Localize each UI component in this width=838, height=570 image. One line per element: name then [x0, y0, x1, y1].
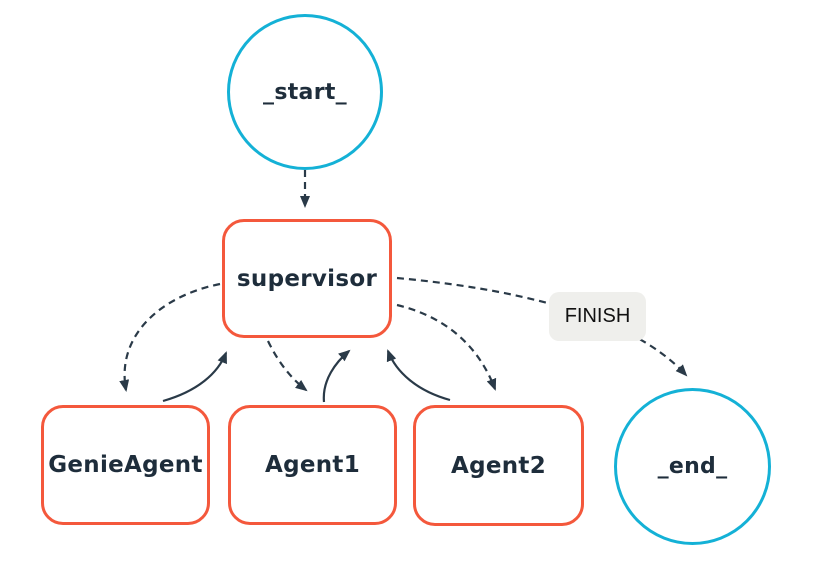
node-agent1: Agent1 [228, 405, 397, 525]
node-end-label: _end_ [657, 454, 728, 479]
edge-agent1-to-supervisor [322, 349, 351, 403]
node-genieagent: GenieAgent [41, 405, 210, 525]
edge-label-finish: FINISH [549, 292, 646, 341]
node-end: _end_ [614, 388, 771, 545]
edge-supervisor-to-genieagent [119, 282, 221, 392]
node-supervisor-label: supervisor [236, 265, 378, 292]
edge-label-finish-text: FINISH [564, 305, 631, 327]
node-agent1-label: Agent1 [264, 452, 361, 478]
edge-supervisor-to-end [396, 276, 688, 377]
node-genieagent-label: GenieAgent [48, 452, 203, 478]
node-start-label: _start_ [263, 79, 347, 105]
edge-supervisor-to-agent1 [267, 340, 308, 392]
edge-agent2-to-supervisor [386, 349, 451, 402]
edge-genieagent-to-supervisor [162, 351, 228, 403]
node-agent2-label: Agent2 [450, 452, 547, 479]
edge-supervisor-to-agent2 [396, 303, 497, 391]
node-agent2: Agent2 [413, 405, 584, 526]
node-supervisor: supervisor [222, 219, 392, 338]
node-start: _start_ [227, 14, 383, 170]
